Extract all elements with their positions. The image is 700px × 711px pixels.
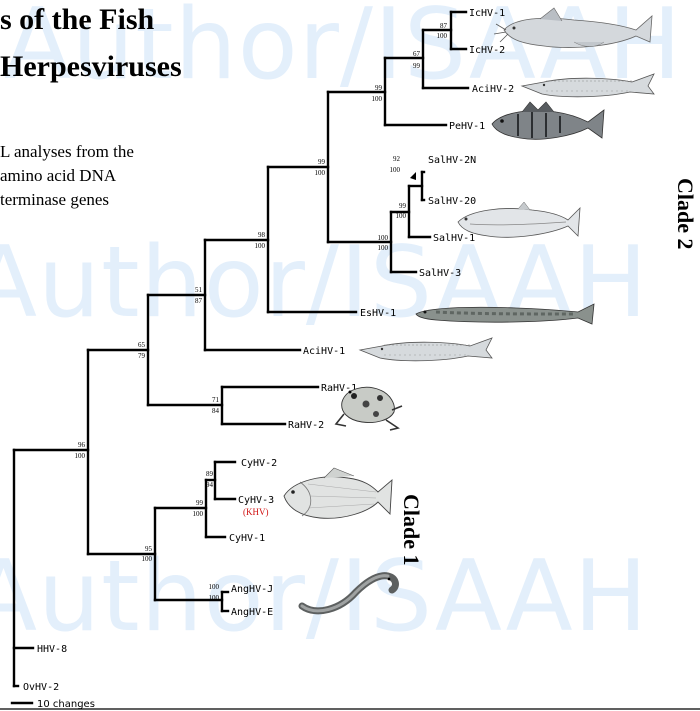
taxon-acihv2: AciHV-2	[472, 84, 514, 95]
support-bottom: 100	[75, 452, 86, 460]
support-bottom: 100	[396, 212, 407, 220]
taxon-ichv2: IcHV-2	[469, 45, 505, 56]
taxon-eshv1: EsHV-1	[360, 308, 396, 319]
support-top: 100	[378, 234, 389, 242]
pike-icon	[416, 304, 594, 324]
support-bottom: 84	[212, 407, 220, 415]
support-bottom: 100	[390, 166, 401, 174]
support-bottom: 100	[209, 594, 220, 602]
support-top: 99	[196, 499, 204, 507]
taxon-cyhv3: CyHV-3	[238, 495, 274, 506]
catfish-icon	[494, 8, 652, 48]
support-bottom: 87	[195, 297, 203, 305]
support-top: 51	[195, 286, 203, 294]
carp-icon	[284, 468, 392, 518]
arrow-marker	[410, 172, 416, 180]
taxon-pehv1: PeHV-1	[449, 121, 485, 132]
taxon-khv-note: (KHV)	[243, 507, 269, 517]
taxon-salhv2n: SalHV-2N	[428, 155, 476, 166]
support-top: 87	[440, 22, 448, 30]
support-top: 96	[78, 441, 86, 449]
support-top: 98	[258, 231, 266, 239]
taxon-cyhv1: CyHV-1	[229, 533, 265, 544]
taxon-cyhv2: CyHV-2	[241, 458, 277, 469]
scale-bar-label: 10 changes	[37, 699, 95, 710]
taxon-rahv2: RaHV-2	[288, 420, 324, 431]
support-top: 89	[206, 470, 214, 478]
support-top: 65	[138, 341, 146, 349]
taxon-hhv8: HHV-8	[37, 644, 67, 655]
taxon-acihv1: AciHV-1	[303, 346, 345, 357]
support-bottom: 100	[193, 510, 204, 518]
support-bottom: 100	[372, 95, 383, 103]
support-top: 99	[399, 202, 407, 210]
perch-icon	[492, 102, 604, 139]
support-bottom: 100	[437, 32, 448, 40]
taxon-ovhv2: OvHV-2	[23, 682, 59, 693]
taxon-ichv1: IcHV-1	[469, 8, 505, 19]
support-top: 67	[413, 50, 421, 58]
support-bottom: 100	[378, 244, 389, 252]
support-bottom: 100	[255, 242, 266, 250]
support-bottom: 99	[413, 62, 421, 70]
taxon-salhv20: SalHV-20	[428, 196, 476, 207]
support-bottom: 100	[142, 555, 153, 563]
support-top: 99	[375, 84, 383, 92]
support-top: 100	[209, 583, 220, 591]
taxon-salhv1: SalHV-1	[433, 233, 475, 244]
support-top: 71	[212, 396, 220, 404]
taxon-anghve: AngHV-E	[231, 607, 273, 618]
support-bottom: 79	[138, 352, 146, 360]
salmon-icon	[458, 202, 580, 237]
support-top: 92	[393, 155, 401, 163]
support-bottom: 100	[315, 169, 326, 177]
support-top: 99	[318, 158, 326, 166]
eel-icon	[302, 576, 395, 611]
sturgeon-icon	[360, 338, 492, 361]
support-bottom: 94	[206, 481, 214, 489]
support-top: 95	[145, 545, 153, 553]
taxon-salhv3: SalHV-3	[419, 268, 461, 279]
sturgeon-icon	[522, 74, 654, 97]
taxon-anghvj: AngHV-J	[231, 584, 273, 595]
